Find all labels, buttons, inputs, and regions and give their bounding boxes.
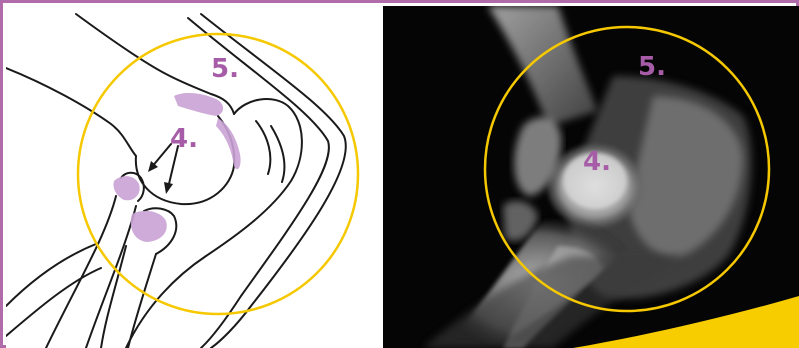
label-5-left: 5.	[211, 56, 239, 82]
arrow-heads	[148, 161, 173, 194]
label-4-right: 4.	[583, 149, 611, 175]
xray-image	[383, 6, 799, 348]
elbow-illustration-panel: 5. 4.	[6, 6, 379, 348]
osteophyte-highlights	[113, 93, 240, 242]
elbow-line-drawing	[6, 6, 379, 348]
label-4-left: 4.	[170, 126, 198, 152]
xray-panel: 5. 4.	[383, 6, 799, 348]
label-5-right: 5.	[638, 54, 666, 80]
